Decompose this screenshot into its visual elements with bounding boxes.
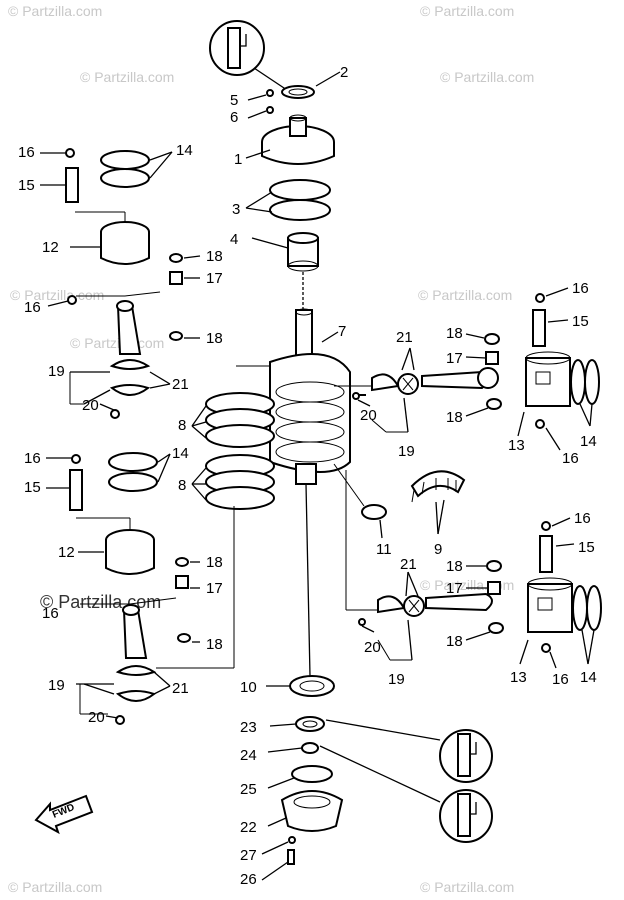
callout-label: 15 xyxy=(18,177,35,194)
callout-label: 19 xyxy=(388,671,405,688)
dowel-pin-detail-top xyxy=(209,20,291,93)
callout-label: 10 xyxy=(240,679,257,696)
callout-label: 23 xyxy=(240,719,257,736)
upper-bearing-housing-1 xyxy=(245,114,335,165)
bolt-26-washer-27 xyxy=(261,836,296,881)
callout-label: 20 xyxy=(364,639,381,656)
watermark: © Partzilla.com xyxy=(440,69,534,85)
piston-assembly-left-upper xyxy=(40,148,270,419)
bearing-24 xyxy=(267,742,441,803)
callout-label: 19 xyxy=(398,443,415,460)
watermark: © Partzilla.com xyxy=(8,3,102,19)
callout-label: 19 xyxy=(48,363,65,380)
callout-label: 20 xyxy=(360,407,377,424)
callout-label: 3 xyxy=(232,201,240,218)
watermark: © Partzilla.com xyxy=(70,335,164,351)
callout-label: 20 xyxy=(88,709,105,726)
callout-label: 9 xyxy=(434,541,442,558)
bearing-4 xyxy=(251,232,319,272)
callout-label: 15 xyxy=(24,479,41,496)
callout-label: 18 xyxy=(206,636,223,653)
callout-label: 18 xyxy=(446,558,463,575)
callout-label: 13 xyxy=(510,669,527,686)
callout-label: 16 xyxy=(42,605,59,622)
callout-label: 17 xyxy=(206,580,223,597)
callout-label: 14 xyxy=(580,433,597,450)
axis-line-lower xyxy=(305,483,311,677)
callout-label: 20 xyxy=(82,397,99,414)
watermark: © Partzilla.com xyxy=(420,3,514,19)
watermark: © Partzilla.com xyxy=(10,287,104,303)
bolt-5-washer-6 xyxy=(247,89,274,119)
watermark: © Partzilla.com xyxy=(418,287,512,303)
callout-label: 17 xyxy=(446,580,463,597)
callout-label: 14 xyxy=(580,669,597,686)
callout-label: 17 xyxy=(446,350,463,367)
bearing-10 xyxy=(266,675,335,697)
callout-label: 6 xyxy=(230,109,238,126)
callout-label: 12 xyxy=(42,239,59,256)
callout-label: 21 xyxy=(396,329,413,346)
callout-label: 21 xyxy=(172,376,189,393)
callout-label: 15 xyxy=(572,313,589,330)
piston-assembly-right-upper xyxy=(334,287,600,451)
callout-label: 17 xyxy=(206,270,223,287)
callout-label: 4 xyxy=(230,231,238,248)
callout-label: 16 xyxy=(552,671,569,688)
callout-label: 15 xyxy=(578,539,595,556)
bearing-half-9 xyxy=(410,470,466,535)
callout-label: 27 xyxy=(240,847,257,864)
callout-label: 8 xyxy=(178,477,186,494)
callout-label: 21 xyxy=(172,680,189,697)
callout-label: 24 xyxy=(240,747,257,764)
callout-label: 25 xyxy=(240,781,257,798)
callout-label: 18 xyxy=(446,633,463,650)
oil-seal-23 xyxy=(269,716,441,741)
callout-label: 16 xyxy=(18,144,35,161)
watermark: © Partzilla.com xyxy=(420,879,514,895)
callout-label: 19 xyxy=(48,677,65,694)
dowel-pin-detail-lower-1 xyxy=(439,729,493,783)
fwd-arrow-icon: FWD xyxy=(34,794,94,835)
callout-label: 18 xyxy=(446,409,463,426)
callout-label: 16 xyxy=(572,280,589,297)
watermark: © Partzilla.com xyxy=(80,69,174,85)
callout-label: 26 xyxy=(240,871,257,888)
callout-label: 16 xyxy=(24,299,41,316)
lower-bearing-housing-22 xyxy=(267,790,344,832)
dowel-pin-detail-lower-2 xyxy=(439,789,493,843)
callout-label: 18 xyxy=(206,330,223,347)
callout-label: 18 xyxy=(206,248,223,265)
piston-rings-8 xyxy=(191,392,275,510)
callout-label: 16 xyxy=(562,450,579,467)
piston-assembly-left-lower xyxy=(46,452,235,725)
oil-seal-2 xyxy=(281,71,341,99)
callout-label: 21 xyxy=(400,556,417,573)
callout-label: 14 xyxy=(176,142,193,159)
callout-label: 18 xyxy=(446,325,463,342)
callout-label: 8 xyxy=(178,417,186,434)
callout-label: 22 xyxy=(240,819,257,836)
callout-label: 7 xyxy=(338,323,346,340)
callout-labels: 2 5 6 1 3 4 7 8 8 9 10 11 12 12 13 13 14… xyxy=(18,64,597,888)
crankshaft-7 xyxy=(269,308,351,485)
watermark: © Partzilla.com xyxy=(8,879,102,895)
seal-ring-11 xyxy=(333,463,387,539)
piston-assembly-right-lower xyxy=(345,470,602,669)
o-ring-25 xyxy=(267,765,333,789)
callout-label: 12 xyxy=(58,544,75,561)
callout-label: 11 xyxy=(376,541,392,558)
callout-label: 16 xyxy=(24,450,41,467)
rings-3 xyxy=(245,179,331,221)
callout-label: 1 xyxy=(234,151,242,168)
callout-label: 16 xyxy=(574,510,591,527)
callout-label: 2 xyxy=(340,64,348,81)
callout-label: 18 xyxy=(206,554,223,571)
callout-label: 5 xyxy=(230,92,238,109)
callout-label: 14 xyxy=(172,445,189,462)
callout-label: 13 xyxy=(508,437,525,454)
